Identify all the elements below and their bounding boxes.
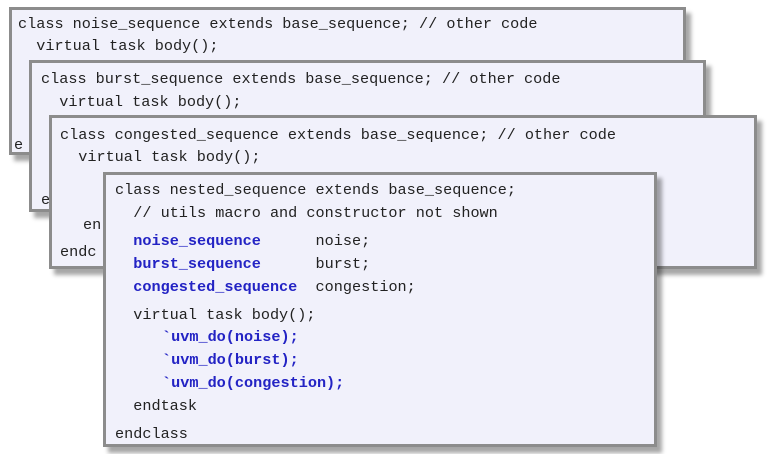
code-line-class-header: class nested_sequence extends base_seque…	[115, 181, 517, 199]
code-line-peek: en	[83, 216, 102, 234]
var-congestion: congestion;	[315, 278, 416, 296]
code-line: virtual task body();	[60, 148, 261, 166]
code-line: class congested_sequence extends base_se…	[60, 126, 616, 144]
code-panel-nested-sequence: class nested_sequence extends base_seque…	[103, 172, 657, 447]
var-noise: noise;	[315, 232, 371, 250]
macro-uvm-do-congestion: `uvm_do(congestion);	[162, 374, 345, 392]
code-line-comment: // utils macro and constructor not shown	[115, 204, 498, 222]
code-line-peek: e	[41, 191, 51, 209]
type-burst-sequence: burst_sequence	[133, 255, 261, 273]
type-noise-sequence: noise_sequence	[133, 232, 261, 250]
code-line: virtual task body();	[41, 93, 242, 111]
var-burst: burst;	[315, 255, 371, 273]
declaration-noise: noise_sequence noise;	[115, 232, 370, 250]
macro-uvm-do-burst: `uvm_do(burst);	[162, 351, 299, 369]
macro-uvm-do-noise: `uvm_do(noise);	[162, 328, 299, 346]
code-line-endtask: endtask	[115, 397, 198, 415]
code-line: virtual task body();	[18, 37, 219, 55]
type-congested-sequence: congested_sequence	[133, 278, 298, 296]
code-line: class burst_sequence extends base_sequen…	[41, 70, 561, 88]
code-line-peek: e	[14, 136, 24, 154]
code-line-peek: endc	[60, 243, 97, 261]
code-line-endclass: endclass	[115, 425, 188, 443]
code-line-task: virtual task body();	[115, 306, 316, 324]
declaration-burst: burst_sequence burst;	[115, 255, 370, 273]
declaration-congestion: congested_sequence congestion;	[115, 278, 416, 296]
code-line: class noise_sequence extends base_sequen…	[18, 15, 538, 33]
